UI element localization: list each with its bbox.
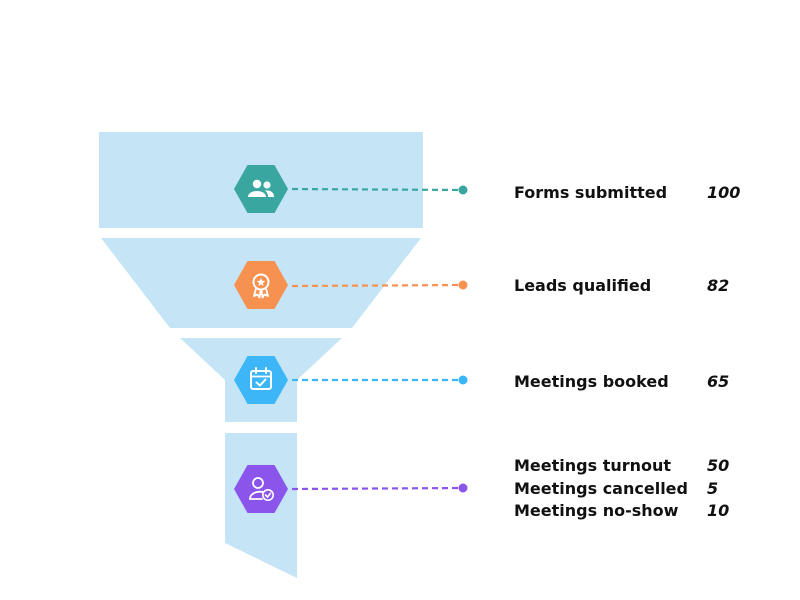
stage-label-meetings-booked: Meetings booked xyxy=(514,372,669,391)
award-ribbon-icon xyxy=(234,261,288,309)
calendar-check-icon xyxy=(234,356,288,404)
connector-3 xyxy=(292,375,468,385)
connector-dot xyxy=(458,375,468,385)
stage-value-leads-qualified: 82 xyxy=(707,276,730,295)
connector-1 xyxy=(291,185,468,195)
stage-value-meetings-booked: 65 xyxy=(707,372,730,391)
users-icon xyxy=(234,165,288,213)
stage-value-meetings-cancelled: 5 xyxy=(707,479,719,498)
user-check-icon xyxy=(234,465,288,513)
connector-dot xyxy=(458,185,468,195)
connector-2 xyxy=(291,280,468,290)
stage-label-forms-submitted: Forms submitted xyxy=(514,183,668,202)
stage-label-meetings-turnout: Meetings turnout xyxy=(514,456,672,475)
stage-value-meetings-turnout: 50 xyxy=(707,456,730,475)
connector-dot xyxy=(458,483,468,493)
stage-value-meetings-no-show: 10 xyxy=(707,501,730,520)
stage-label-leads-qualified: Leads qualified xyxy=(514,276,652,295)
connector-dot xyxy=(458,280,468,290)
stage-label-meetings-no-show: Meetings no-show xyxy=(514,501,679,520)
connector-4 xyxy=(291,483,468,493)
stage-label-meetings-cancelled: Meetings cancelled xyxy=(514,479,688,498)
stage-value-forms-submitted: 100 xyxy=(707,183,741,202)
